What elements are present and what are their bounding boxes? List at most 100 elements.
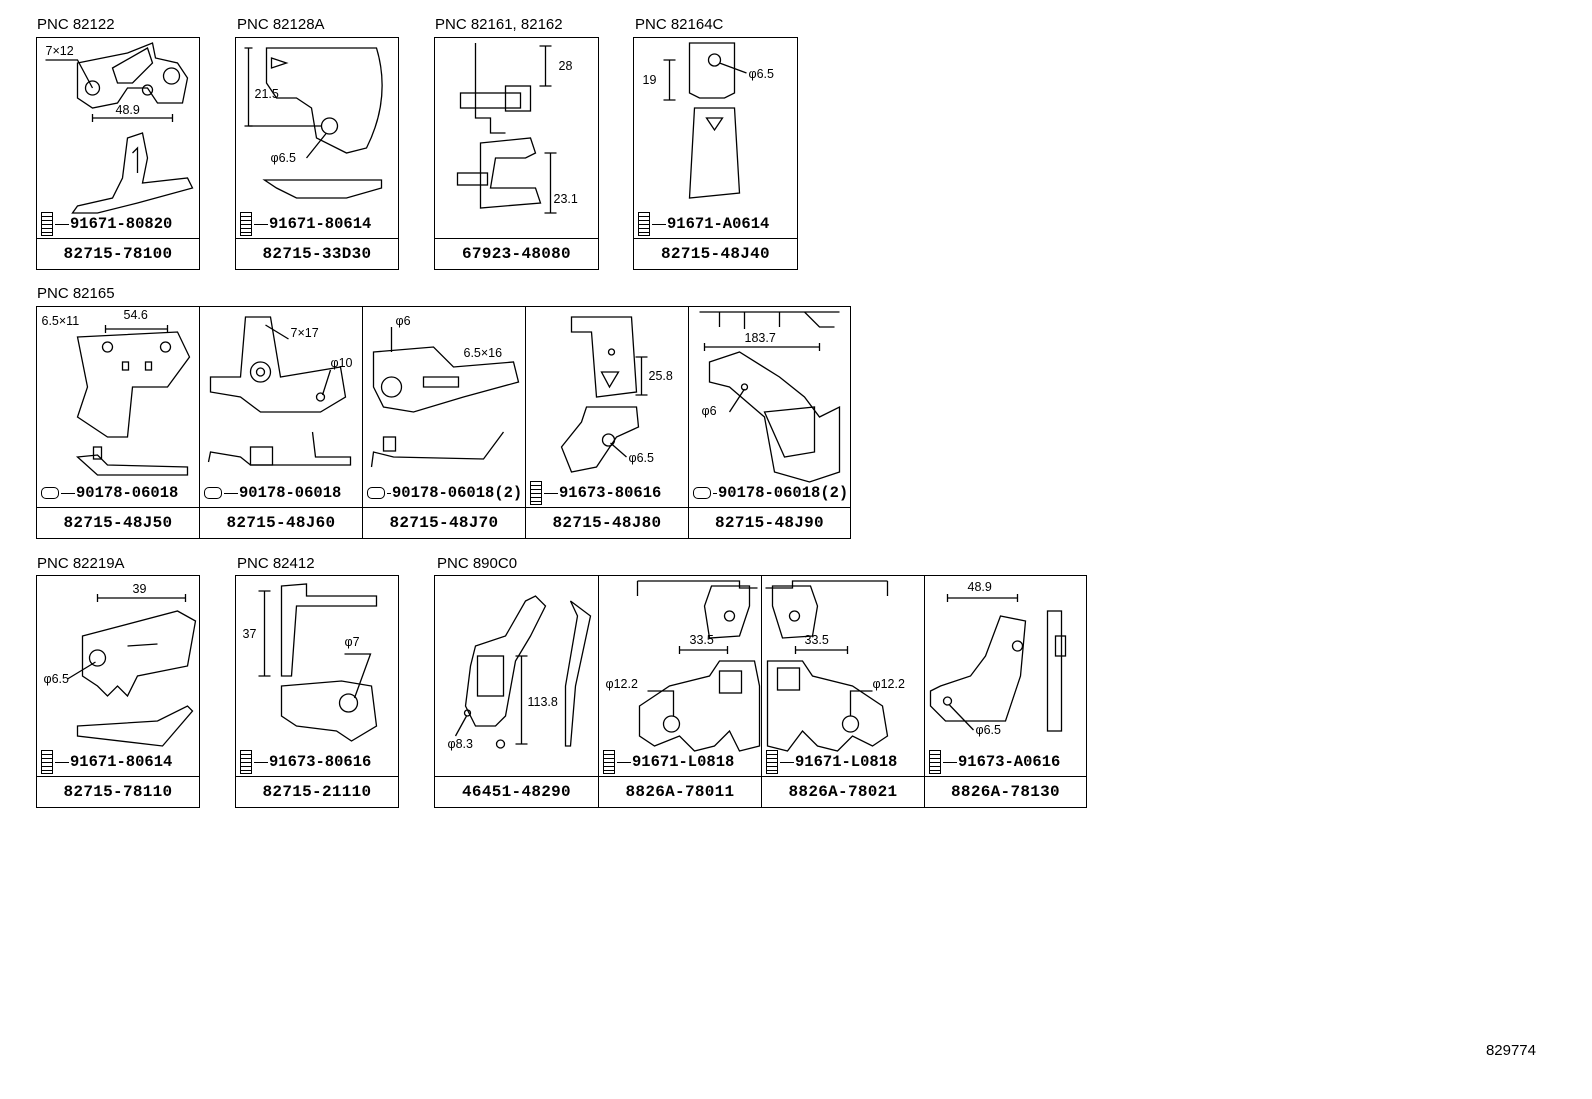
nut-icon: [41, 487, 59, 499]
bolt-icon: [766, 750, 778, 774]
pnc-label: PNC 82122: [37, 16, 115, 33]
dimension-label: φ6: [396, 314, 411, 328]
dimension-label: 28: [559, 59, 573, 73]
fastener-callout: 91671-L0818: [766, 747, 897, 777]
part-drawing: 25.8 φ6.5: [560, 316, 673, 473]
part-cell[interactable]: 113.8 φ8.3 46451-48290: [434, 575, 599, 808]
dimension-label: 19: [643, 73, 657, 87]
part-drawing: 37 φ7: [243, 583, 378, 742]
part-drawing: φ6 6.5×16: [370, 314, 520, 468]
dimension-label: 6.5×11: [42, 314, 80, 328]
part-drawing: 6.5×11 54.6: [42, 308, 191, 476]
part-cell[interactable]: 39 φ6.5 91671-80614 82715-78110: [36, 575, 200, 808]
pnc-label: PNC 82412: [237, 555, 315, 572]
bolt-icon: [240, 212, 252, 236]
bolt-icon: [530, 481, 542, 505]
dimension-label: 21.5: [255, 87, 279, 101]
fastener-callout: 91671-L0818: [603, 747, 734, 777]
part-cell[interactable]: 21.5 φ6.5 91671-80614 82715-33D30: [235, 37, 399, 270]
part-number[interactable]: 82715-78110: [63, 783, 173, 801]
dimension-label: φ6.5: [749, 67, 775, 81]
part-cell[interactable]: 37 φ7 91673-80616 82715-21110: [235, 575, 399, 808]
part-cell[interactable]: 7×17 φ10 90178-06018 82715-48J60: [199, 306, 363, 539]
part-drawing: 21.5 φ6.5: [244, 47, 383, 199]
dimension-label: 54.6: [124, 308, 148, 322]
dimension-label: φ6.5: [44, 672, 70, 686]
part-cell[interactable]: 28 23.1 67923-48080: [434, 37, 599, 270]
dimension-label: φ6.5: [976, 723, 1002, 737]
part-cell[interactable]: 48.9 7×12 91671-80820 82715-78100: [36, 37, 200, 270]
part-cell[interactable]: 6.5×11 54.6 90178-06018 82715-48J50: [36, 306, 200, 539]
part-cell[interactable]: 25.8 φ6.5 91673-80616 82715-48J80: [525, 306, 689, 539]
part-number[interactable]: 46451-48290: [462, 783, 571, 801]
dimension-label: φ8.3: [448, 737, 474, 751]
pnc-label: PNC 82161, 82162: [435, 16, 563, 33]
dimension-label: 7×17: [291, 326, 319, 340]
part-drawing: 7×17 φ10: [207, 316, 353, 466]
part-number[interactable]: 8826A-78021: [788, 783, 898, 801]
dimension-label: φ12.2: [873, 677, 905, 691]
part-drawing: 113.8 φ8.3: [448, 595, 592, 751]
fastener-callout: 91671-80614: [41, 747, 172, 777]
dimension-label: 7×12: [46, 44, 74, 58]
part-drawing: 48.9 φ6.5: [929, 580, 1067, 737]
fastener-callout: 90178-06018: [41, 478, 178, 508]
part-drawing: 33.5 φ12.2: [765, 580, 905, 752]
part-cell[interactable]: 183.7 φ6 90178-06018(2) 82715-48J90: [688, 306, 851, 539]
pnc-label: PNC 82164C: [635, 16, 724, 33]
dimension-label: 33.5: [805, 633, 829, 647]
part-number[interactable]: 82715-48J50: [63, 514, 173, 532]
dimension-label: 183.7: [745, 331, 776, 345]
part-cell[interactable]: 48.9 φ6.5 91673-A0616 8826A-78130: [924, 575, 1087, 808]
part-number[interactable]: 82715-21110: [262, 783, 372, 801]
bolt-icon: [240, 750, 252, 774]
part-cell[interactable]: φ6 6.5×16 90178-06018(2) 82715-48J70: [362, 306, 526, 539]
part-drawing: 33.5 φ12.2: [606, 580, 761, 752]
part-drawing: 28 23.1: [456, 43, 578, 214]
part-number[interactable]: 82715-33D30: [262, 245, 372, 263]
dimension-label: φ6: [702, 404, 717, 418]
part-drawing: 48.9 7×12: [45, 42, 194, 214]
dimension-label: 39: [133, 582, 147, 596]
part-number[interactable]: 67923-48080: [462, 245, 571, 263]
dimension-label: 33.5: [690, 633, 714, 647]
part-number[interactable]: 8826A-78130: [951, 783, 1060, 801]
part-number[interactable]: 82715-48J80: [552, 514, 662, 532]
part-number[interactable]: 82715-48J70: [389, 514, 499, 532]
pnc-label: PNC 82165: [37, 285, 115, 302]
part-drawing: 39 φ6.5: [44, 582, 197, 747]
part-number[interactable]: 8826A-78011: [625, 783, 735, 801]
fastener-callout: 91673-80616: [530, 478, 661, 508]
fastener-callout: 91673-80616: [240, 747, 371, 777]
part-drawing: 19 φ6.5: [643, 42, 775, 199]
part-number[interactable]: 82715-48J40: [661, 245, 770, 263]
bolt-icon: [41, 750, 53, 774]
fastener-callout: 91671-80820: [41, 209, 172, 239]
nut-icon: [367, 487, 385, 499]
dimension-label: φ12.2: [606, 677, 638, 691]
fastener-callout: 91673-A0616: [929, 747, 1060, 777]
dimension-label: 48.9: [116, 103, 140, 117]
part-cell[interactable]: 33.5 φ12.2 91671-L0818 8826A-78021: [761, 575, 925, 808]
dimension-label: φ10: [331, 356, 353, 370]
bolt-icon: [603, 750, 615, 774]
nut-icon: [204, 487, 222, 499]
bolt-icon: [929, 750, 941, 774]
part-cell[interactable]: 19 φ6.5 91671-A0614 82715-48J40: [633, 37, 798, 270]
part-number[interactable]: 82715-78100: [63, 245, 173, 263]
bolt-icon: [638, 212, 650, 236]
dimension-label: 48.9: [968, 580, 992, 594]
part-number[interactable]: 82715-48J60: [226, 514, 336, 532]
fastener-callout: 90178-06018(2): [693, 478, 848, 508]
fastener-callout: 90178-06018(2): [367, 478, 522, 508]
dimension-label: φ6.5: [271, 151, 297, 165]
part-drawing: 183.7 φ6: [699, 311, 841, 483]
part-cell[interactable]: 33.5 φ12.2 91671-L0818 8826A-78011: [598, 575, 762, 808]
dimension-label: 25.8: [649, 369, 673, 383]
dimension-label: φ7: [345, 635, 360, 649]
pnc-label: PNC 890C0: [437, 555, 518, 572]
dimension-label: 37: [243, 627, 257, 641]
part-number[interactable]: 82715-48J90: [715, 514, 824, 532]
dimension-label: φ6.5: [629, 451, 655, 465]
figure-id: 829774: [1485, 1042, 1536, 1059]
